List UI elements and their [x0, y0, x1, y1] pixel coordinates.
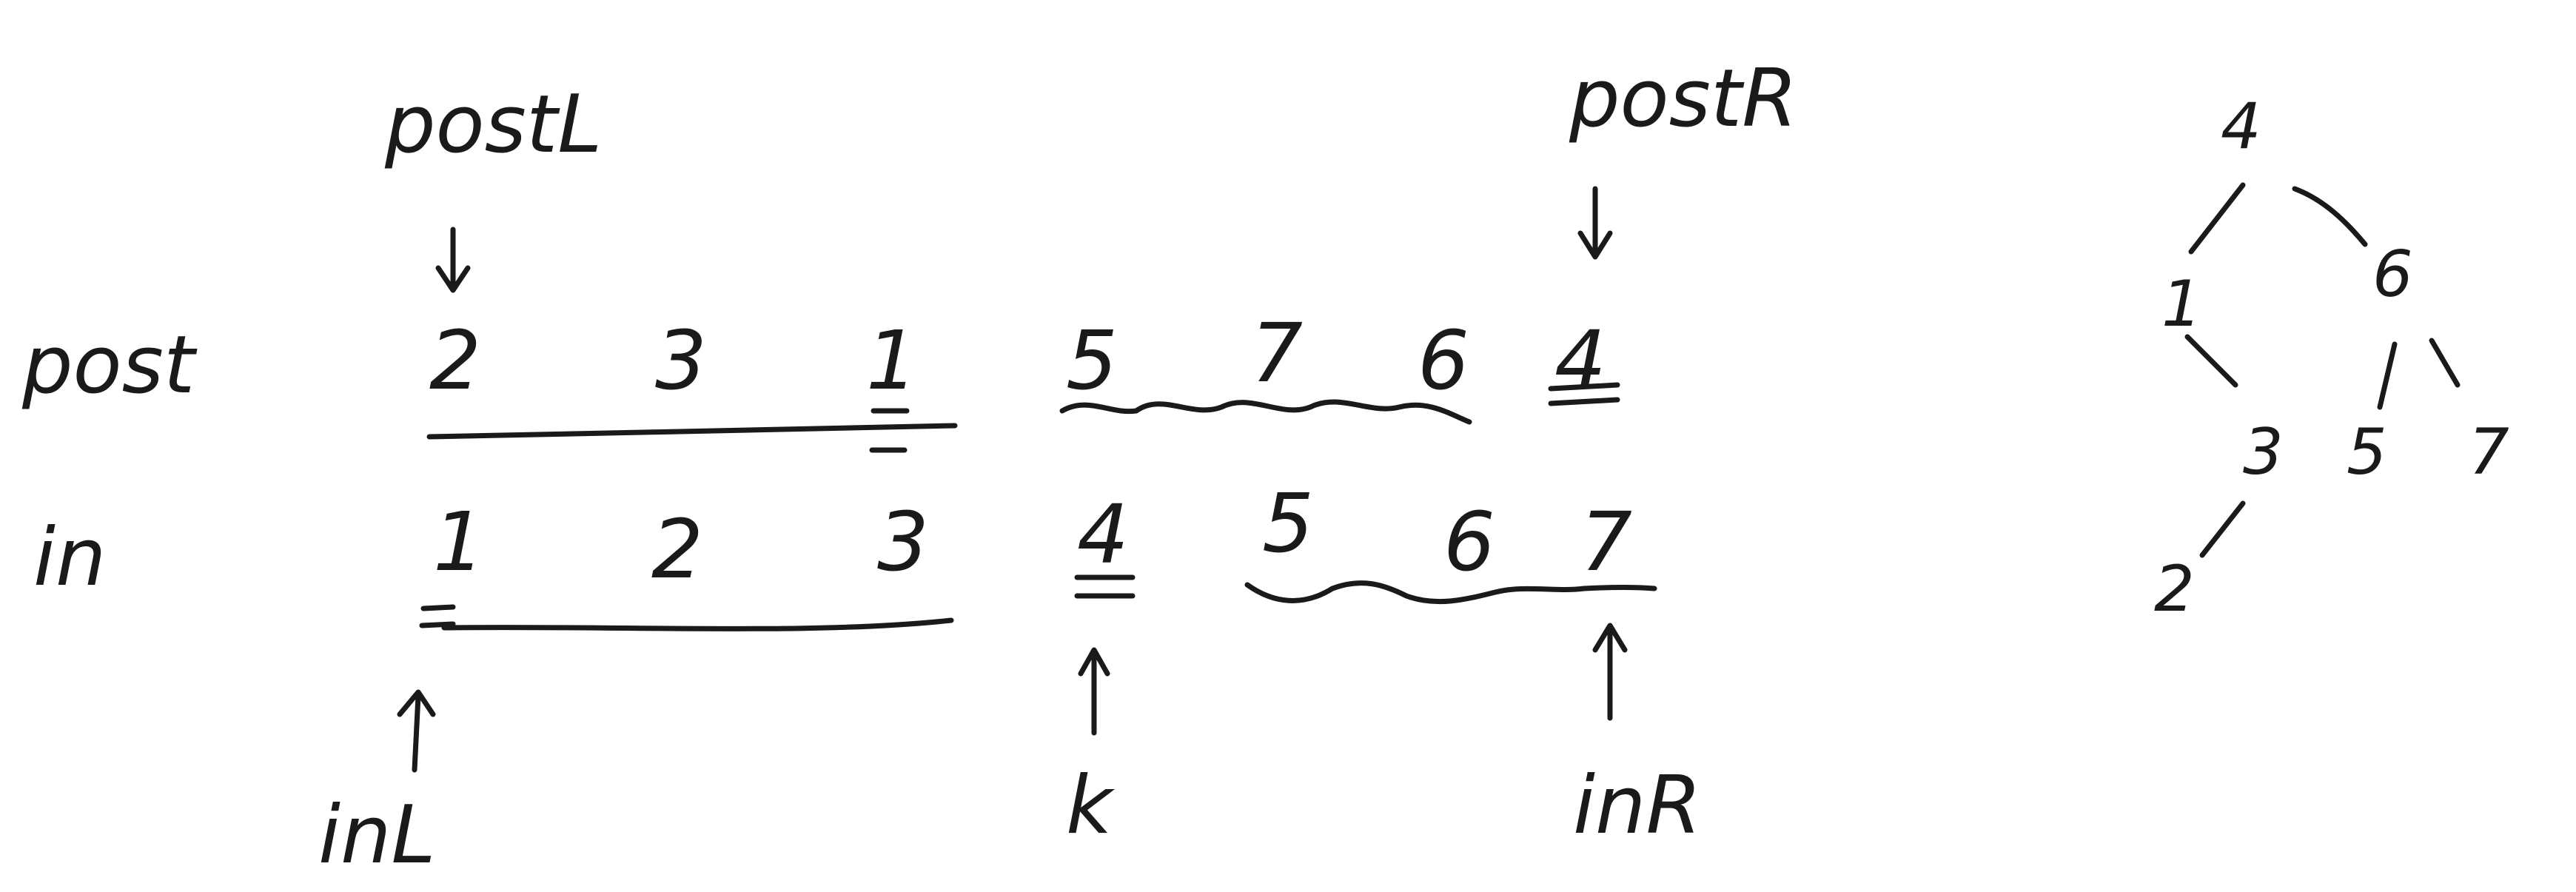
inR-label: inR	[1573, 759, 1702, 852]
in-4-double-underline	[1074, 574, 1136, 599]
tree-node-5: 5	[2347, 415, 2387, 489]
tree-node-root: 4	[2221, 90, 2261, 164]
tree-node-1: 1	[2161, 267, 2202, 341]
post-digit-6: 4	[1554, 313, 1606, 408]
post-digit-1: 3	[655, 313, 707, 408]
postL-label: postL	[384, 78, 602, 171]
post-digit-5: 6	[1418, 313, 1469, 408]
inR-arrow	[1592, 623, 1628, 721]
edge-3-2	[2199, 500, 2246, 558]
tree-node-6: 6	[2372, 238, 2413, 312]
in-digit-2: 3	[877, 494, 929, 589]
in-row-label: in	[33, 512, 106, 604]
inL-arrow	[397, 689, 436, 773]
tree-node-7: 7	[2469, 415, 2509, 489]
post-digit-0: 2	[429, 313, 481, 408]
k-arrow	[1078, 647, 1110, 736]
in-digit-5: 6	[1443, 494, 1495, 589]
post-digit-4: 7	[1251, 306, 1303, 400]
in-digit-3: 4	[1077, 487, 1129, 582]
in-right-wavy-underline	[1244, 580, 1657, 605]
edge-root-1	[2188, 182, 2246, 255]
edge-root-6	[2292, 186, 2368, 247]
in-left-underline	[441, 617, 954, 631]
in-digit-1: 2	[651, 502, 703, 597]
postL-arrow	[435, 227, 471, 293]
post-left-underline	[426, 423, 958, 440]
k-label: k	[1066, 759, 1116, 852]
tree-node-3: 3	[2243, 415, 2284, 489]
post-1-double-underline	[869, 408, 910, 453]
post-digit-2: 1	[866, 313, 918, 408]
edge-6-7	[2429, 338, 2461, 388]
tree-node-2: 2	[2154, 552, 2195, 626]
post-right-wavy-underline	[1059, 399, 1472, 425]
edge-6-5	[2377, 341, 2398, 410]
binary-tree: 4 1 6 3 5 7 2	[2154, 90, 2509, 626]
post-digit-3: 5	[1066, 313, 1118, 408]
in-digit-0: 1	[433, 494, 485, 589]
edge-1-3	[2184, 334, 2238, 388]
post-4-double-underline	[1548, 382, 1620, 406]
inL-label: inL	[318, 789, 436, 882]
in-digit-4: 5	[1262, 476, 1314, 571]
postR-label: postR	[1569, 53, 1797, 145]
in-digit-6: 7	[1580, 494, 1632, 589]
in-1-double-underline	[419, 604, 456, 628]
postR-arrow	[1577, 186, 1613, 260]
post-row-label: post	[21, 319, 198, 412]
